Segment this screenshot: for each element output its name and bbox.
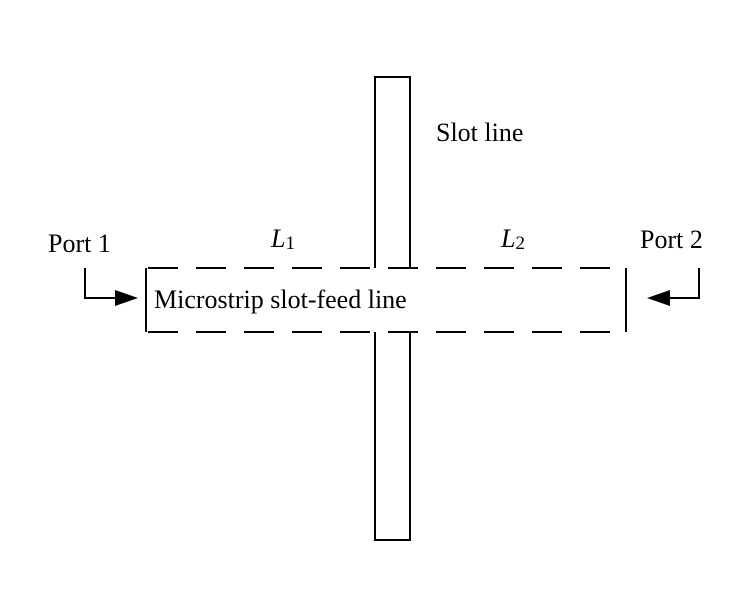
port2-label: Port 2 bbox=[640, 225, 703, 254]
port2-arrowhead bbox=[647, 290, 670, 306]
slot-line-lower bbox=[374, 332, 411, 541]
port1-arrowhead bbox=[115, 290, 138, 306]
port1-label: Port 1 bbox=[48, 229, 111, 258]
l1-label: L1 bbox=[270, 224, 295, 254]
port1-arrow-shaft bbox=[84, 268, 117, 299]
l1-letter: L bbox=[270, 224, 285, 253]
l2-subscript: 2 bbox=[515, 233, 525, 254]
l2-label: L2 bbox=[500, 224, 525, 254]
slot-line-upper bbox=[374, 76, 411, 268]
l1-subscript: 1 bbox=[285, 233, 295, 254]
port2-arrow-shaft bbox=[668, 268, 700, 299]
feed-line-label: Microstrip slot-feed line bbox=[154, 285, 407, 314]
slot-line-label: Slot line bbox=[436, 118, 523, 147]
l2-letter: L bbox=[500, 224, 515, 253]
